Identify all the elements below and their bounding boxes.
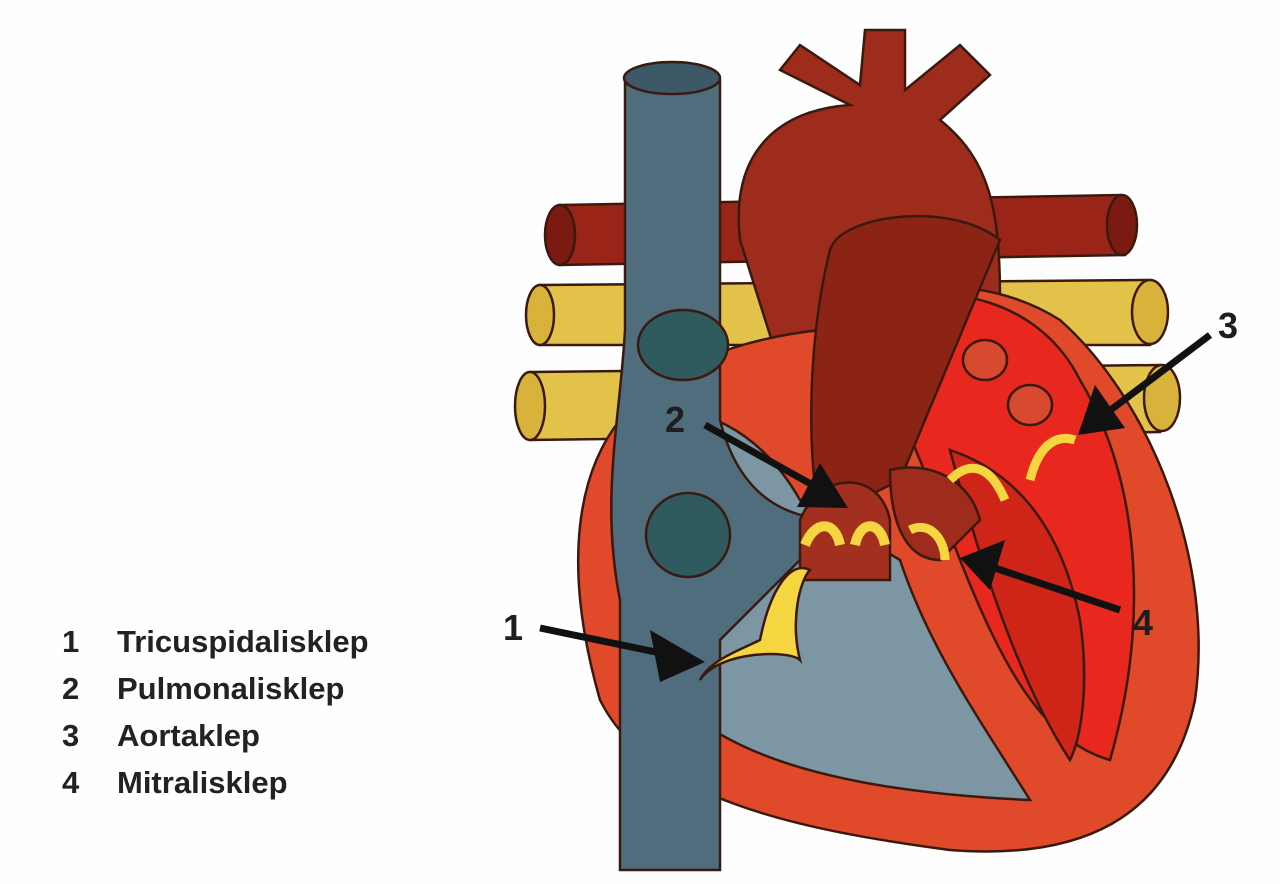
arrow-3-head bbox=[1078, 385, 1125, 435]
callout-1: 1 bbox=[503, 607, 523, 648]
legend-number: 2 bbox=[62, 671, 80, 706]
arrow-1-head bbox=[650, 630, 705, 682]
legend-item: 4 Mitralisklep bbox=[62, 759, 369, 806]
callout-2: 2 bbox=[665, 399, 685, 440]
legend-label: Pulmonalisklep bbox=[117, 671, 345, 706]
legend-number: 3 bbox=[62, 718, 80, 753]
legend-item: 1 Tricuspidalisklep bbox=[62, 618, 369, 665]
legend-label: Mitralisklep bbox=[117, 765, 288, 800]
arrow-4-head bbox=[960, 540, 1005, 590]
legend-item: 3 Aortaklep bbox=[62, 712, 369, 759]
aortic-valve bbox=[946, 433, 1077, 502]
tricuspid-valve bbox=[698, 566, 813, 681]
callout-4: 4 bbox=[1133, 602, 1153, 643]
left-ventricle-inner bbox=[948, 448, 1086, 763]
mitral-valve bbox=[907, 522, 950, 561]
callout-3: 3 bbox=[1218, 305, 1238, 346]
legend-number: 4 bbox=[62, 765, 80, 800]
legend-label: Tricuspidalisklep bbox=[117, 624, 369, 659]
valve-legend: 1 Tricuspidalisklep 2 Pulmonalisklep 3 Aort… bbox=[62, 618, 369, 806]
pulmonary-valve bbox=[800, 521, 890, 548]
legend-item: 2 Pulmonalisklep bbox=[62, 665, 369, 712]
legend-number: 1 bbox=[62, 624, 80, 659]
legend-label: Aortaklep bbox=[117, 718, 260, 753]
arrow-2-head bbox=[797, 463, 848, 508]
aortic-root bbox=[888, 466, 982, 562]
